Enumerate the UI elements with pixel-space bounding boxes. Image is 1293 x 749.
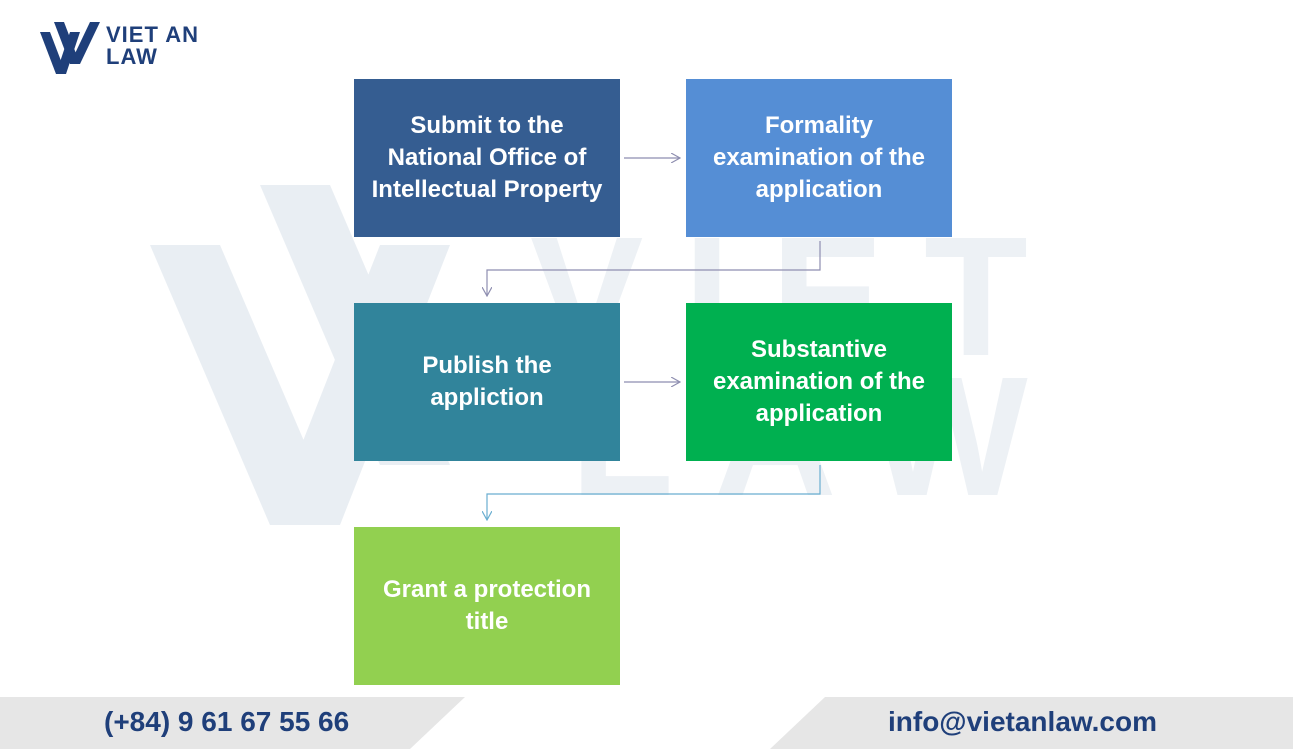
step-formality-box: Formality examination of the application bbox=[686, 79, 952, 237]
step-grant-box: Grant a protection title bbox=[354, 527, 620, 685]
footer-band-right bbox=[770, 697, 1293, 749]
logo-mark-icon bbox=[40, 22, 100, 74]
footer-band-left bbox=[0, 697, 465, 749]
logo-line2: LAW bbox=[106, 44, 158, 69]
logo-text: VIET AN LAW bbox=[106, 24, 199, 68]
step-substantive-box: Substantive examination of the applicati… bbox=[686, 303, 952, 461]
footer-phone: (+84) 9 61 67 55 66 bbox=[104, 706, 350, 737]
footer-email: info@vietanlaw.com bbox=[888, 706, 1157, 737]
step-substantive-label: Substantive examination of the applicati… bbox=[712, 336, 926, 427]
brand-logo: VIET AN LAW bbox=[40, 22, 210, 84]
step-grant-label: Grant a protection title bbox=[382, 576, 592, 635]
step-formality-label: Formality examination of the application bbox=[712, 112, 926, 203]
arrow-step4-to-step5 bbox=[487, 465, 821, 520]
step-publish-box: Publish the appliction bbox=[354, 303, 620, 461]
step-publish-label: Publish the appliction bbox=[422, 352, 552, 411]
arrow-step2-to-step3 bbox=[487, 241, 821, 296]
watermark-logo: VIET AN LAW bbox=[150, 185, 1150, 532]
step-submit-label: Submit to the National Office of Intelle… bbox=[371, 112, 603, 203]
step-submit-box: Submit to the National Office of Intelle… bbox=[354, 79, 620, 237]
logo-line1: VIET AN bbox=[106, 22, 199, 47]
